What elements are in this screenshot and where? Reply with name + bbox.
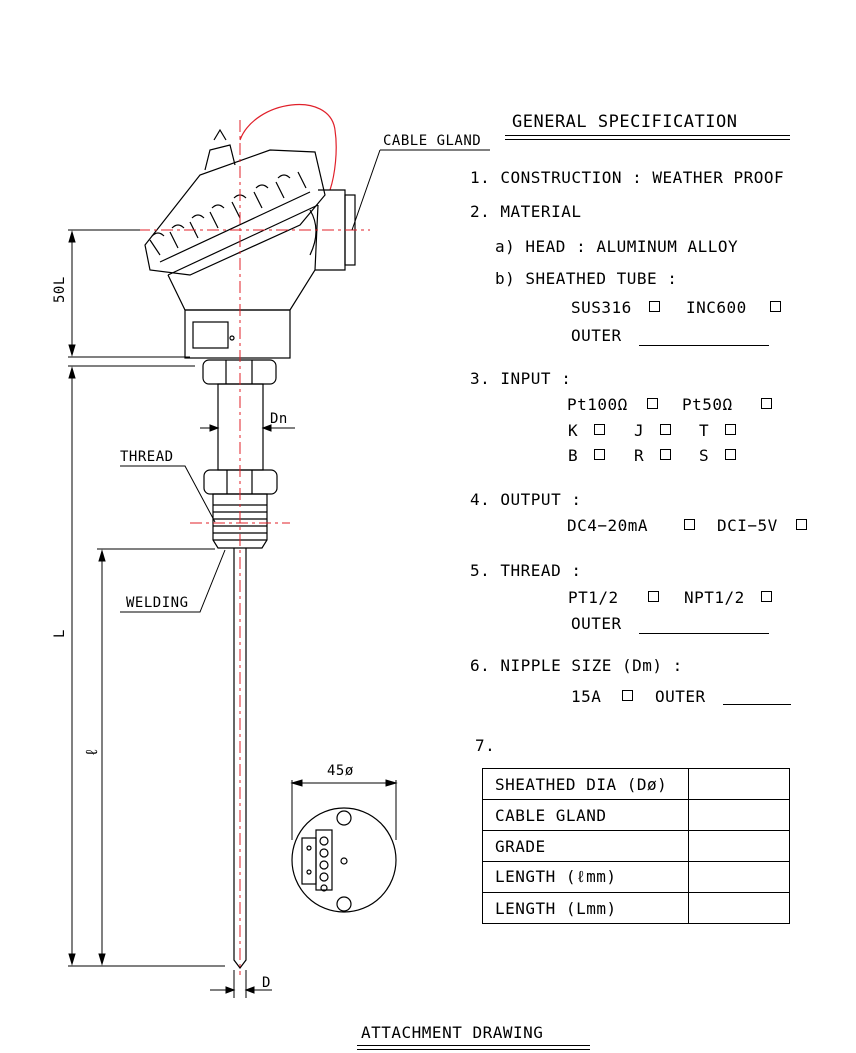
checkbox-k[interactable]: [594, 424, 605, 435]
table-cell-value[interactable]: [688, 861, 790, 893]
spec-title-underline-1: [505, 135, 790, 136]
welding-label: WELDING: [126, 595, 189, 611]
spec-sus316: SUS316: [571, 298, 632, 317]
checkbox-dc420[interactable]: [684, 519, 695, 530]
spec-t: T: [699, 421, 710, 440]
spec-table: SHEATHED DIA (Dø) CABLE GLAND GRADE LENG…: [482, 768, 790, 924]
spec-s: S: [699, 446, 710, 465]
table-row: LENGTH (ℓmm): [482, 861, 790, 893]
center-lines: [115, 120, 370, 975]
thread-label: THREAD: [120, 449, 174, 465]
checkbox-pt12[interactable]: [648, 591, 659, 602]
terminal-head-top-view: [291, 807, 397, 913]
table-cell-label: GRADE: [482, 830, 689, 862]
spec-outer-tube: OUTER: [571, 326, 622, 345]
spec-head: a) HEAD : ALUMINUM ALLOY: [495, 237, 739, 256]
dim-lambda-label: ℓ: [82, 746, 101, 757]
table-cell-value[interactable]: [688, 768, 790, 800]
table-row: LENGTH (Lmm): [482, 892, 790, 924]
spec-nipple: 6. NIPPLE SIZE (Dm) :: [470, 656, 683, 675]
spec-15a: 15A: [571, 687, 602, 706]
spec-j: J: [634, 421, 645, 440]
spec-b: B: [568, 446, 579, 465]
spec-input: 3. INPUT :: [470, 369, 572, 388]
blank-outer-tube[interactable]: [639, 345, 769, 346]
spec-dc15: DCI−5V: [717, 516, 778, 535]
spec-sheathed-tube: b) SHEATHED TUBE :: [495, 269, 678, 288]
checkbox-npt12[interactable]: [761, 591, 772, 602]
spec-pt12: PT1/2: [568, 588, 619, 607]
table-cell-label: CABLE GLAND: [482, 799, 689, 831]
spec-thread: 5. THREAD :: [470, 561, 582, 580]
dim-45-label: 45ø: [327, 763, 354, 779]
blank-outer-thread[interactable]: [639, 633, 769, 634]
spec-item7: 7.: [475, 736, 496, 755]
spec-construction: 1. CONSTRUCTION : WEATHER PROOF: [470, 168, 785, 187]
table-cell-label: SHEATHED DIA (Dø): [482, 768, 689, 800]
dim-50l-label: 50L: [52, 276, 68, 303]
spec-pt100: Pt100Ω: [567, 395, 628, 414]
checkbox-sus316[interactable]: [649, 301, 660, 312]
spec-npt12: NPT1/2: [684, 588, 745, 607]
table-cell-value[interactable]: [688, 830, 790, 862]
spec-r: R: [634, 446, 645, 465]
checkbox-t[interactable]: [725, 424, 736, 435]
blank-outer-nipple[interactable]: [723, 704, 791, 705]
table-cell-label: LENGTH (ℓmm): [482, 861, 689, 893]
table-row: SHEATHED DIA (Dø): [482, 768, 790, 800]
checkbox-inc600[interactable]: [770, 301, 781, 312]
spec-outer-thread: OUTER: [571, 614, 622, 633]
table-cell-label: LENGTH (Lmm): [482, 892, 689, 924]
attachment-underline-1: [357, 1045, 590, 1046]
spec-dc420: DC4−20mA: [567, 516, 649, 535]
dim-dn-label: Dn: [270, 411, 288, 427]
spec-pt50: Pt50Ω: [682, 395, 733, 414]
checkbox-s[interactable]: [725, 449, 736, 460]
checkbox-pt100[interactable]: [647, 398, 658, 409]
spec-inc600: INC600: [686, 298, 747, 317]
checkbox-15a[interactable]: [622, 690, 633, 701]
attachment-underline-2: [357, 1049, 590, 1050]
dim-l-label: L: [52, 629, 68, 638]
table-row: CABLE GLAND: [482, 799, 790, 831]
checkbox-dc15[interactable]: [796, 519, 807, 530]
spec-title: GENERAL SPECIFICATION: [512, 112, 738, 132]
table-cell-value[interactable]: [688, 892, 790, 924]
spec-k: K: [568, 421, 579, 440]
spec-title-underline-2: [505, 139, 790, 140]
sensor-outline: [144, 104, 356, 969]
dim-d-label: D: [262, 975, 271, 991]
dimension-lines: [68, 149, 490, 998]
table-cell-value[interactable]: [688, 799, 790, 831]
spec-material: 2. MATERIAL: [470, 202, 582, 221]
checkbox-j[interactable]: [660, 424, 671, 435]
attachment-title: ATTACHMENT DRAWING: [361, 1023, 544, 1042]
spec-output: 4. OUTPUT :: [470, 490, 582, 509]
table-row: GRADE: [482, 830, 790, 862]
spec-outer-nipple: OUTER: [655, 687, 706, 706]
cable-gland-label: CABLE GLAND: [383, 133, 482, 149]
checkbox-r[interactable]: [660, 449, 671, 460]
checkbox-b[interactable]: [594, 449, 605, 460]
checkbox-pt50[interactable]: [761, 398, 772, 409]
